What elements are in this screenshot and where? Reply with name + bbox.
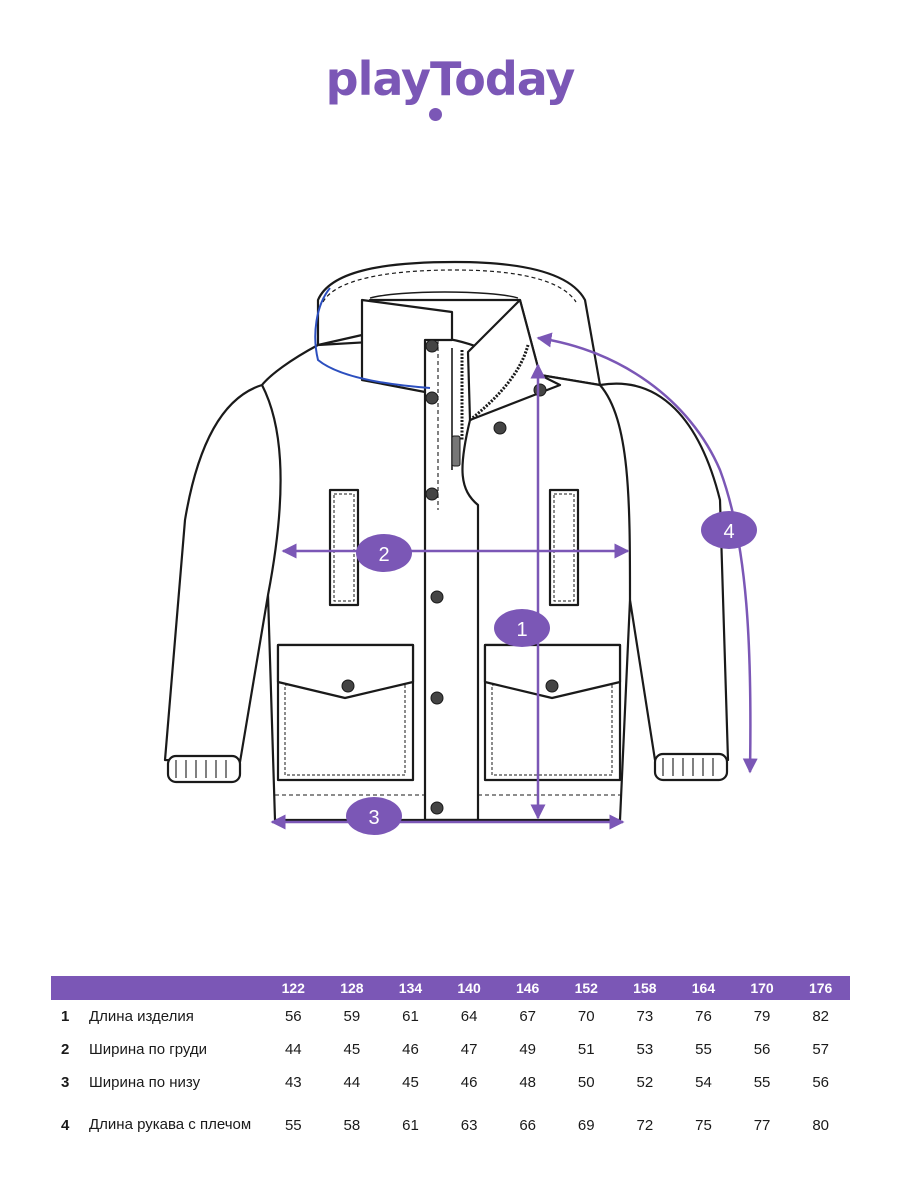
- table-cell: 70: [577, 1008, 595, 1025]
- brand-logo: playToday: [0, 52, 900, 121]
- table-cell: 44: [343, 1074, 361, 1091]
- table-cell: 67: [519, 1008, 537, 1025]
- table-cell: 45: [343, 1041, 361, 1058]
- row-number: 2: [61, 1041, 70, 1058]
- table-cell: 55: [284, 1116, 302, 1134]
- table-cell: 56: [812, 1074, 830, 1091]
- table-cell: 48: [519, 1074, 537, 1091]
- table-cell: 57: [812, 1041, 830, 1058]
- table-cell: 69: [577, 1116, 595, 1134]
- size-chart-table: 122 128 134 140 146 152 158 164 170 176 …: [51, 976, 850, 1151]
- size-header-cell: 176: [808, 980, 833, 996]
- table-cell: 59: [343, 1008, 361, 1025]
- size-header-cell: 122: [281, 980, 305, 996]
- size-header-cell: 146: [515, 980, 540, 996]
- row-label: Ширина по низу: [89, 1073, 201, 1091]
- table-cell: 56: [753, 1041, 771, 1058]
- table-cell: 55: [695, 1041, 712, 1058]
- size-header-cell: 140: [457, 980, 481, 996]
- table-cell: 47: [460, 1041, 478, 1058]
- table-cell: 75: [695, 1116, 712, 1134]
- row-label: Ширина по груди: [89, 1040, 208, 1058]
- table-cell: 63: [460, 1116, 478, 1134]
- table-cell: 46: [402, 1041, 419, 1058]
- size-header-cell: 128: [340, 980, 364, 996]
- table-cell: 76: [695, 1008, 712, 1025]
- zipper: [451, 344, 530, 467]
- table-cell: 80: [812, 1116, 830, 1134]
- header-blank-label: [89, 976, 264, 1000]
- table-row: 2 Ширина по груди 44 45 46 47 49 51 53 5…: [51, 1033, 850, 1066]
- table-cell: 51: [577, 1041, 595, 1058]
- table-cell: 43: [284, 1074, 302, 1091]
- marker-1-label: 1: [516, 619, 527, 641]
- table-cell: 52: [636, 1074, 654, 1091]
- jacket-outline: [163, 260, 730, 822]
- hood-edge-line: [314, 287, 431, 389]
- jacket-measurement-diagram: 1 2 3 4: [163, 260, 758, 835]
- table-cell: 44: [284, 1041, 302, 1058]
- table-cell: 64: [460, 1008, 478, 1025]
- size-header-cell: 152: [574, 980, 598, 996]
- table-cell: 58: [343, 1116, 361, 1134]
- size-header-cell: 164: [691, 980, 716, 996]
- brand-logo-text: playToday: [325, 52, 576, 106]
- row-number: 4: [61, 1116, 70, 1134]
- table-cell: 45: [402, 1074, 419, 1091]
- marker-3-label: 3: [368, 807, 379, 829]
- row-label: Длина рукава с плечом: [89, 1116, 252, 1133]
- size-header-cell: 158: [633, 980, 657, 996]
- table-cell: 72: [636, 1116, 654, 1134]
- table-row: 4 Длина рукава с плечом 55 58 61 63 66 6…: [51, 1099, 850, 1151]
- table-cell: 56: [284, 1008, 302, 1025]
- marker-3: 3: [346, 797, 402, 835]
- marker-4-label: 4: [723, 521, 734, 543]
- size-header-row: 122 128 134 140 146 152 158 164 170 176: [51, 976, 850, 1000]
- table-cell: 61: [402, 1116, 419, 1134]
- table-cell: 66: [519, 1116, 537, 1134]
- measurement-lines: [270, 332, 758, 830]
- table-cell: 61: [402, 1008, 419, 1025]
- table-row: 1 Длина изделия 56 59 61 64 67 70 73 76 …: [51, 1000, 850, 1033]
- table-cell: 73: [636, 1008, 654, 1025]
- table-cell: 54: [695, 1074, 712, 1091]
- table-cell: 46: [460, 1074, 478, 1091]
- table-cell: 49: [519, 1041, 537, 1058]
- size-header-cell: 170: [750, 980, 774, 996]
- table-cell: 77: [753, 1116, 771, 1134]
- marker-1: 1: [494, 609, 550, 647]
- marker-4: 4: [701, 511, 757, 549]
- row-number: 1: [61, 1008, 70, 1025]
- size-header-cell: 134: [398, 980, 423, 996]
- table-cell: 82: [812, 1008, 830, 1025]
- brand-logo-dot: [429, 108, 442, 121]
- row-label: Длина изделия: [89, 1007, 194, 1025]
- measure-line-4: [536, 332, 758, 774]
- header-blank-num: [51, 976, 89, 1000]
- table-cell: 53: [636, 1041, 654, 1058]
- marker-2-label: 2: [378, 544, 389, 566]
- row-number: 3: [61, 1074, 70, 1091]
- table-row: 3 Ширина по низу 43 44 45 46 48 50 52 54…: [51, 1066, 850, 1099]
- marker-2: 2: [356, 534, 412, 572]
- table-cell: 79: [753, 1008, 771, 1025]
- table-cell: 50: [577, 1074, 595, 1091]
- table-cell: 55: [753, 1074, 771, 1091]
